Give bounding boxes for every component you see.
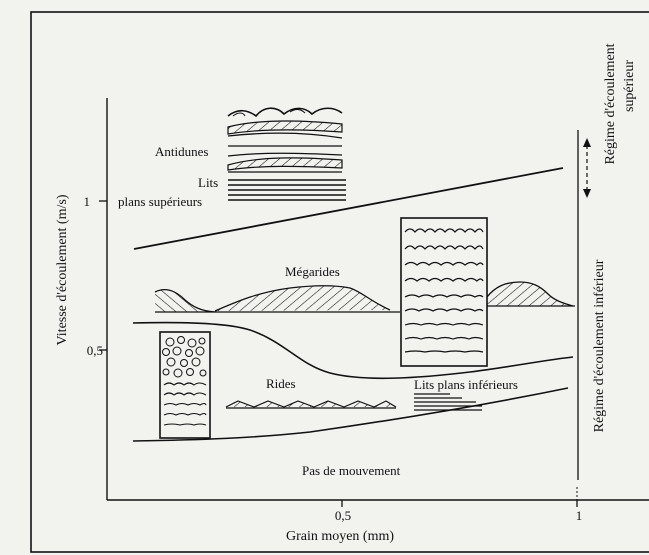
upper-regime-arrow-down — [583, 189, 591, 198]
upper-plane-beds-schematic — [228, 179, 346, 201]
y-tick-label-05: 0,5 — [87, 343, 103, 358]
upper-regime-label-line1: Régime d'écoulement — [603, 43, 618, 164]
y-tick-label-1: 1 — [84, 194, 91, 209]
upper-regime-arrow-up — [583, 138, 591, 147]
lits-label: Lits — [198, 175, 218, 190]
ripple-profile — [225, 400, 397, 409]
y-axis-label: Vitesse d'écoulement (m/s) — [55, 194, 70, 345]
megaride-lower-boundary — [132, 321, 574, 380]
upper-regime-label-line2: supérieur — [622, 60, 637, 112]
ripple-cross-section — [159, 331, 211, 439]
antidunes-schematic — [227, 107, 343, 173]
x-tick-label-05: 0,5 — [335, 508, 351, 523]
megaride-cross-section — [400, 217, 488, 367]
upper-regime-boundary — [133, 167, 564, 250]
x-tick-label-1: 1 — [576, 508, 583, 523]
megaride-profile — [154, 281, 575, 313]
lower-regime-label: Régime d'écoulement inférieur — [592, 259, 607, 432]
x-axis-label: Grain moyen (mm) — [286, 529, 394, 544]
lits-plans-inferieurs-label: Lits plans inférieurs — [414, 377, 518, 392]
pas-de-mouvement-label: Pas de mouvement — [302, 463, 401, 478]
megarides-label: Mégarides — [285, 264, 340, 279]
antidunes-label: Antidunes — [155, 144, 208, 159]
lower-plane-beds-schematic — [414, 393, 482, 411]
rides-label: Rides — [266, 376, 296, 391]
frame — [30, 11, 649, 553]
plans-superieurs-label: plans supérieurs — [118, 194, 202, 209]
ride-lower-boundary — [132, 387, 569, 442]
